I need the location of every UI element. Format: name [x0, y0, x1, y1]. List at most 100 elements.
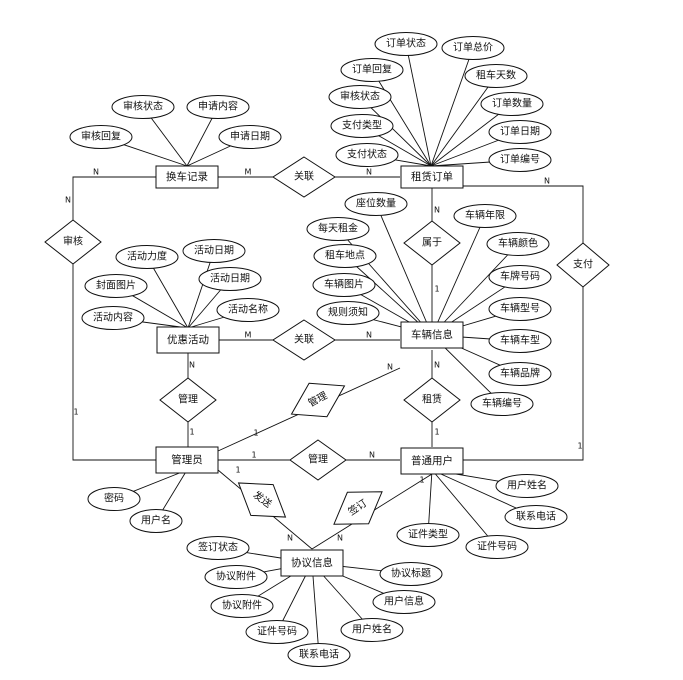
attribute-label: 活动内容	[93, 311, 133, 324]
relationship-diamond	[44, 219, 102, 265]
attribute-label: 活动日期	[194, 245, 234, 257]
attribute-ellipse	[488, 148, 552, 172]
attribute-youhui-5: 活动内容	[81, 306, 145, 330]
attribute-label: 封面图片	[96, 279, 136, 292]
attribute-ellipse	[313, 244, 377, 268]
entity-huanche: 换车记录	[155, 165, 219, 189]
relationship-guanli_a: 管理	[159, 377, 217, 423]
attribute-ellipse	[488, 362, 552, 386]
attribute-youhui-3: 活动日期	[198, 267, 262, 291]
attribute-huanche-1: 申请内容	[186, 95, 250, 119]
connector-line	[462, 185, 584, 461]
relationship-label: 审核	[63, 235, 83, 248]
attribute-cheliang-5: 车辆年限	[453, 204, 517, 228]
cardinality-label: N	[366, 331, 372, 340]
relationship-diamond	[403, 377, 461, 423]
attribute-label: 证件号码	[477, 541, 517, 553]
attribute-huanche-3: 申请日期	[218, 125, 282, 149]
attribute-label: 车牌号码	[500, 270, 540, 283]
attribute-ellipse	[69, 125, 133, 149]
attribute-label: 订单日期	[500, 126, 540, 138]
entity-guanli: 管理员	[155, 446, 219, 474]
relationship-label: 关联	[294, 170, 314, 183]
attribute-label: 车辆编号	[482, 397, 522, 410]
attribute-ellipse	[488, 265, 552, 289]
attribute-link	[405, 43, 432, 167]
attribute-label: 用户名	[141, 514, 171, 527]
cardinality-label: N	[369, 451, 375, 460]
attribute-huanche-2: 审核回复	[69, 125, 133, 149]
cardinality-label: N	[434, 206, 440, 215]
attribute-zulin-1: 订单总价	[441, 36, 505, 60]
attribute-xieyi-5: 证件号码	[245, 620, 309, 644]
attribute-ellipse	[316, 301, 380, 325]
attribute-cheliang-4: 规则须知	[316, 301, 380, 325]
attribute-label: 车辆图片	[324, 278, 364, 291]
cardinality-label: 1	[253, 429, 258, 438]
attribute-label: 联系电话	[299, 648, 339, 661]
attribute-xieyi-1: 协议附件	[204, 565, 268, 589]
attribute-label: 协议附件	[216, 570, 256, 583]
attribute-ellipse	[486, 232, 550, 256]
cardinality-label: N	[434, 361, 440, 370]
attribute-label: 座位数量	[356, 197, 396, 210]
attribute-zulin-5: 订单数量	[480, 92, 544, 116]
relationship-label: 关联	[294, 333, 314, 346]
attribute-ellipse	[306, 217, 370, 241]
cardinality-label: N	[387, 363, 393, 372]
attribute-cheliang-11: 车辆编号	[470, 392, 534, 416]
attribute-cheliang-10: 车辆品牌	[488, 362, 552, 386]
attribute-label: 订单编号	[500, 153, 540, 166]
entity-label: 换车记录	[166, 170, 208, 183]
relationship-fasong: 发送	[237, 482, 287, 518]
attribute-ellipse	[245, 620, 309, 644]
cardinality-label: 1	[251, 451, 256, 460]
cardinality-label: N	[366, 168, 372, 177]
relationship-label: 管理	[178, 393, 198, 406]
attribute-yonghu-3: 证件类型	[396, 523, 460, 547]
attribute-label: 订单数量	[492, 97, 532, 110]
cardinality-label: M	[245, 331, 252, 340]
attribute-label: 每天租金	[318, 222, 358, 235]
attribute-ellipse	[453, 204, 517, 228]
cardinality-label: N	[337, 534, 343, 543]
attribute-youhui-4: 活动名称	[216, 298, 280, 322]
entity-yonghu: 普通用户	[400, 447, 464, 475]
attribute-huanche-0: 审核状态	[111, 95, 175, 119]
relationship-diamond	[289, 439, 347, 481]
attribute-cheliang-3: 车辆图片	[312, 273, 376, 297]
attribute-zulin-8: 支付状态	[335, 143, 399, 167]
attribute-label: 车辆年限	[465, 209, 505, 222]
relationship-diamond	[272, 156, 336, 198]
entity-box	[280, 549, 344, 577]
cardinality-label: 1	[434, 428, 439, 437]
attribute-zulin-6: 支付类型	[330, 114, 394, 138]
attribute-label: 申请内容	[198, 100, 238, 113]
attribute-label: 审核回复	[81, 130, 121, 143]
cardinality-label: N	[189, 361, 195, 370]
attribute-label: 用户姓名	[507, 479, 547, 492]
relationship-guanlian2: 关联	[272, 319, 336, 361]
entity-label: 优惠活动	[167, 333, 209, 346]
attribute-ellipse	[372, 590, 436, 614]
attribute-label: 活动名称	[228, 303, 268, 316]
attribute-guanli-0: 密码	[87, 487, 141, 511]
attribute-xieyi-3: 协议附件	[210, 594, 274, 618]
attribute-label: 证件类型	[408, 528, 448, 541]
cardinality-label: 1	[73, 408, 78, 417]
attribute-ellipse	[198, 267, 262, 291]
attribute-link	[146, 256, 189, 329]
attribute-ellipse	[374, 32, 438, 56]
relationship-diamond	[556, 242, 610, 288]
attribute-zulin-0: 订单状态	[374, 32, 438, 56]
attribute-ellipse	[328, 85, 392, 109]
attribute-label: 协议附件	[222, 599, 262, 612]
attribute-link	[359, 96, 432, 167]
cardinality-label: M	[245, 168, 252, 177]
entity-label: 协议信息	[291, 556, 333, 569]
entity-youhui: 优惠活动	[156, 326, 220, 354]
attribute-link	[431, 243, 519, 336]
attribute-ellipse	[330, 114, 394, 138]
entity-xieyi: 协议信息	[280, 549, 344, 577]
attribute-ellipse	[287, 643, 351, 667]
